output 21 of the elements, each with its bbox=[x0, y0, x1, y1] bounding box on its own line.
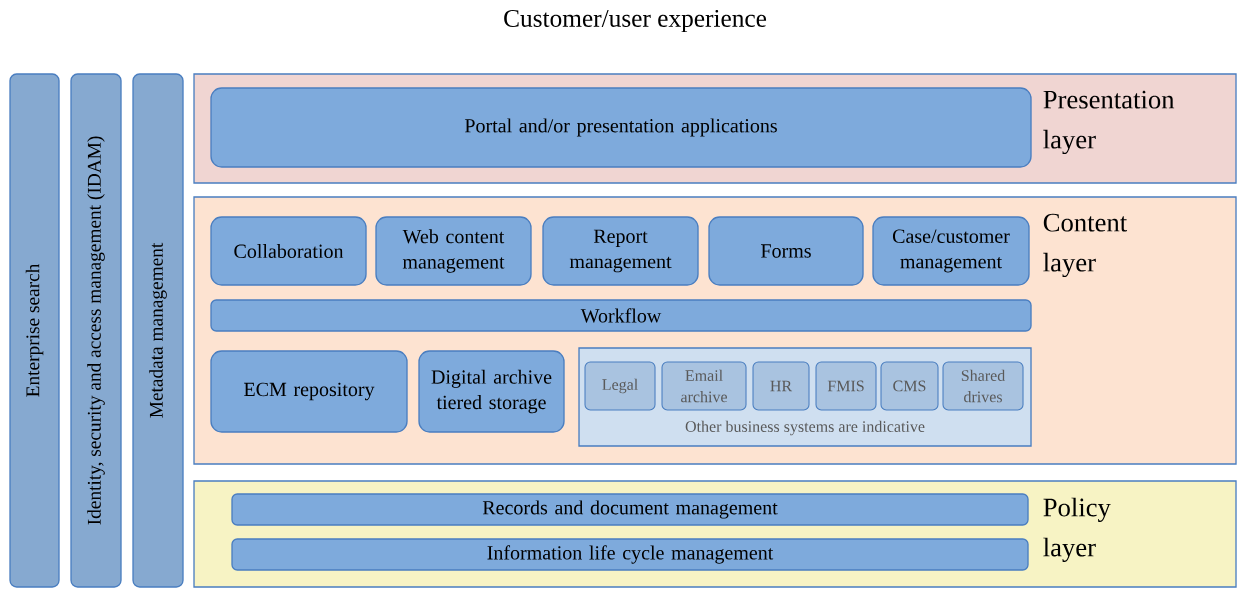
component-box: Digital archive tiered storage bbox=[418, 350, 565, 433]
component-box: Portal and/or presentation applications bbox=[210, 87, 1032, 168]
system-box: FMIS bbox=[815, 361, 877, 411]
vertical-bar: Metadata management bbox=[132, 73, 184, 588]
title: Customer/user experience bbox=[504, 9, 767, 33]
system-box: CMS bbox=[880, 361, 939, 411]
system-box: HR bbox=[752, 361, 810, 411]
component-box: Records and document management bbox=[231, 493, 1029, 526]
component-box: Forms bbox=[708, 216, 864, 286]
system-box: Shared drives bbox=[942, 361, 1024, 411]
component-box: Information life cycle management bbox=[231, 538, 1029, 571]
vertical-bar: Enterprise search bbox=[9, 73, 60, 588]
vertical-bar: Identity, security and access management (IDAM) bbox=[70, 73, 122, 588]
component-box: Report management bbox=[542, 216, 699, 286]
component-box: Case/customer management bbox=[872, 216, 1030, 286]
system-box: Legal bbox=[584, 361, 656, 411]
system-box: Email archive bbox=[661, 361, 747, 411]
component-box: Workflow bbox=[210, 299, 1032, 332]
component-box: Collaboration bbox=[210, 216, 367, 286]
component-box: Web content management bbox=[375, 216, 532, 286]
component-box: ECM repository bbox=[210, 350, 408, 433]
